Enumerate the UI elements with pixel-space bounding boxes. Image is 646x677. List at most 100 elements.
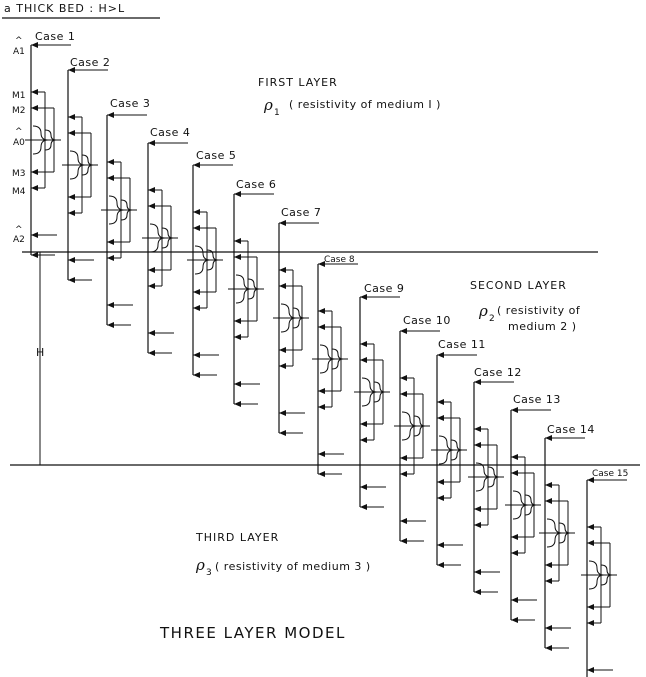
case-2-a1-arrow [68,67,75,73]
thickness-label: H [36,346,45,359]
label-m4: M4 [12,187,26,197]
case-label-12: Case 12 [474,366,522,379]
case-2-a2-arrow [68,257,75,263]
label-m3: M3 [12,169,26,179]
case-12-m4-arrow [474,522,481,528]
case-label-11: Case 11 [438,338,486,351]
electrode-labels: ^ A1 M1 M2 ^ A0 M3 M4 ^ A2 [12,36,26,245]
case-2-m1-arrow [68,114,75,120]
second-layer-annotation: SECOND LAYER ρ 2 ( resistivity of medium… [470,279,581,333]
case-14-m4-arrow [545,578,552,584]
second-layer-desc-1: ( resistivity of [497,304,581,317]
case-15-a1-arrow [587,477,594,483]
case-14-m2-arrow [545,498,552,504]
case-11-m1-arrow [437,399,444,405]
case-8-a1-arrow [318,261,325,267]
case-15-a2-arrow [587,667,594,673]
case-10-m4-arrow [400,471,407,477]
case-11-a1-arrow [437,352,444,358]
case-7-a1-arrow [279,220,286,226]
case-9-m4-arrow [360,437,367,443]
case-9-m3-arrow [360,421,367,427]
case-label-4: Case 4 [150,126,190,139]
case-11-m4-arrow [437,495,444,501]
case-10-a2-arrow [400,518,407,524]
label-a2-hat: ^ [15,225,23,235]
case-3-m1-arrow [107,159,114,165]
case-5-m4-arrow [193,305,200,311]
case-6-a1-arrow [234,191,241,197]
case-label-5: Case 5 [196,149,236,162]
case-15-m4-arrow [587,620,594,626]
case-13-bottom-arrow [511,617,518,623]
case-4-bottom-arrow [148,350,155,356]
case-2-m2-arrow [68,130,75,136]
case-1-bottom-arrow [31,252,38,258]
case-6-m2-arrow [234,254,241,260]
case-1-m1-arrow [31,89,38,95]
case-8-m4-arrow [318,404,325,410]
case-9-bottom-arrow [360,504,367,510]
case-8-m2-arrow [318,324,325,330]
case-label-3: Case 3 [110,97,150,110]
third-layer-sub: 3 [206,568,212,578]
case-2-m3-arrow [68,194,75,200]
case-3-m3-arrow [107,239,114,245]
case-9-a2-arrow [360,484,367,490]
case-9-m2-arrow [360,357,367,363]
label-a1: A1 [13,47,25,57]
case-11-m2-arrow [437,415,444,421]
case-6-bottom-arrow [234,401,241,407]
case-10-m3-arrow [400,455,407,461]
case-13-m4-arrow [511,550,518,556]
header-title: a THICK BED : H>L [4,2,125,15]
case-10-m2-arrow [400,391,407,397]
case-label-10: Case 10 [403,314,451,327]
case-7-a2-arrow [279,410,286,416]
case-4-a2-arrow [148,330,155,336]
case-8-bottom-arrow [318,471,325,477]
case-7-m1-arrow [279,267,286,273]
case-2-bottom-arrow [68,277,75,283]
case-14-a1-arrow [545,435,552,441]
case-label-6: Case 6 [236,178,276,191]
case-14-a2-arrow [545,625,552,631]
footer-title: THREE LAYER MODEL [159,624,346,642]
case-7-m4-arrow [279,363,286,369]
case-label-8: Case 8 [324,255,355,265]
case-5-m1-arrow [193,209,200,215]
case-13-a2-arrow [511,597,518,603]
case-11-a2-arrow [437,542,444,548]
case-8-m1-arrow [318,308,325,314]
case-1-m2-arrow [31,105,38,111]
case-4-m4-arrow [148,283,155,289]
first-layer-title: FIRST LAYER [258,76,338,89]
case-5-a1-arrow [193,162,200,168]
case-15-m1-arrow [587,524,594,530]
first-layer-annotation: FIRST LAYER ρ 1 ( resistivity of medium … [258,76,440,118]
case-11-bottom-arrow [437,562,444,568]
case-12-m1-arrow [474,426,481,432]
first-layer-sub: 1 [274,108,280,118]
case-6-m1-arrow [234,238,241,244]
case-7-m3-arrow [279,347,286,353]
case-12-m3-arrow [474,506,481,512]
case-6-m4-arrow [234,334,241,340]
label-a0-hat: ^ [15,127,23,137]
first-layer-rho: ρ [263,96,273,114]
case-1-a1-arrow [31,42,38,48]
case-3-m4-arrow [107,255,114,261]
case-7-bottom-arrow [279,430,286,436]
case-label-7: Case 7 [281,206,321,219]
case-14-m1-arrow [545,482,552,488]
second-layer-title: SECOND LAYER [470,279,567,292]
case-10-a1-arrow [400,328,407,334]
case-14-m3-arrow [545,562,552,568]
case-15-m2-arrow [587,540,594,546]
sonde-configurations [25,42,627,677]
case-3-a2-arrow [107,302,114,308]
case-6-a2-arrow [234,381,241,387]
case-1-a2-arrow [31,232,38,238]
case-13-m3-arrow [511,534,518,540]
case-12-bottom-arrow [474,589,481,595]
